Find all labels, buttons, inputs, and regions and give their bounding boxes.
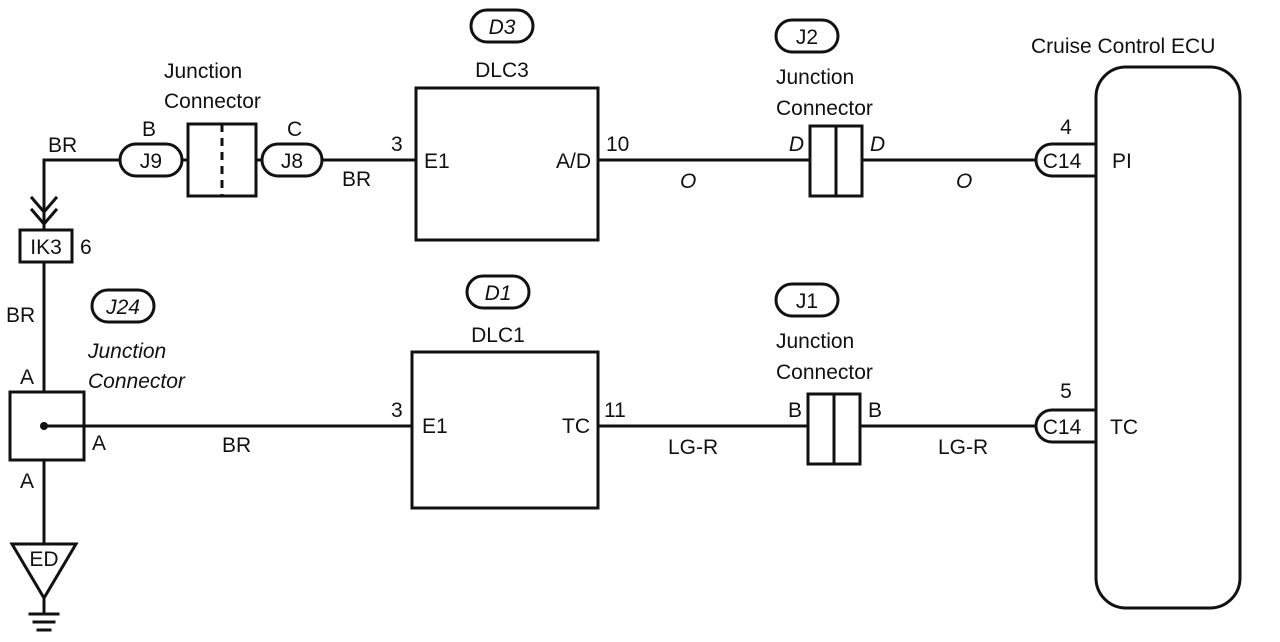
dlc3-left-pin-number: 3 bbox=[391, 133, 403, 156]
wire-label-o-right: O bbox=[956, 170, 972, 193]
wire-label-br-top-left: BR bbox=[48, 134, 77, 157]
dlc3-right-pin-number: 10 bbox=[606, 133, 629, 156]
ik3-pin: 6 bbox=[80, 236, 92, 259]
dlc1-id-badge bbox=[465, 274, 531, 310]
j1-id-badge bbox=[774, 282, 840, 318]
j2-label-line2: Connector bbox=[776, 97, 873, 120]
j24-splice-dot bbox=[40, 422, 48, 430]
ik3-id: IK3 bbox=[30, 236, 62, 259]
j2-id: J2 bbox=[796, 26, 818, 49]
j24-id: J24 bbox=[105, 296, 140, 319]
c14-bottom-pin-label: TC bbox=[1110, 416, 1138, 439]
j9-pin: B bbox=[142, 118, 156, 141]
ground-symbol-icon bbox=[28, 612, 60, 632]
j1-label-line2: Connector bbox=[776, 361, 873, 384]
wire-br-top-left bbox=[42, 158, 122, 214]
j9-j8-label-line1: Junction bbox=[164, 60, 242, 83]
j9-j8-label-line2: Connector bbox=[164, 90, 261, 113]
j24-top-pin: A bbox=[20, 366, 34, 389]
c14-bottom-pin-number: 5 bbox=[1060, 380, 1072, 403]
dlc1-left-pin-number: 3 bbox=[391, 399, 403, 422]
dlc1-right-pin-label: TC bbox=[562, 415, 590, 438]
j1-label-line1: Junction bbox=[776, 330, 854, 353]
j9-id: J9 bbox=[140, 150, 162, 173]
j2-left-pin: D bbox=[789, 133, 804, 156]
j2-right-pin: D bbox=[870, 133, 885, 156]
j24-label-line1: Junction bbox=[87, 340, 166, 363]
j1-id: J1 bbox=[796, 290, 818, 313]
j24-right-pin: A bbox=[92, 432, 106, 455]
j1-left-pin: B bbox=[788, 399, 802, 422]
dlc1-id: D1 bbox=[485, 282, 512, 305]
wire-label-br-vertical: BR bbox=[6, 304, 35, 327]
c14-bottom-id: C14 bbox=[1043, 416, 1082, 439]
c14-top-connector bbox=[1034, 142, 1098, 178]
dlc3-id-badge bbox=[469, 8, 535, 44]
ground-id: ED bbox=[29, 548, 58, 571]
ground-triangle bbox=[9, 542, 79, 601]
j24-bottom-pin: A bbox=[20, 470, 34, 493]
dlc1-left-pin-label: E1 bbox=[422, 415, 448, 438]
dlc1-right-pin-number: 11 bbox=[604, 399, 626, 422]
wire-label-br-bottom: BR bbox=[222, 434, 251, 457]
c14-top-id: C14 bbox=[1043, 150, 1082, 173]
dlc3-id: D3 bbox=[489, 16, 516, 39]
dlc3-left-pin-label: E1 bbox=[424, 150, 450, 173]
j1-right-pin: B bbox=[868, 399, 882, 422]
c14-top-pin-label: PI bbox=[1112, 150, 1132, 173]
ecu-body bbox=[1094, 65, 1242, 610]
j8-pin: C bbox=[287, 118, 302, 141]
wire-label-lgr-right: LG-R bbox=[938, 436, 988, 459]
j8-id: J8 bbox=[281, 150, 303, 173]
dlc1-box bbox=[410, 350, 600, 510]
j2-label-line1: Junction bbox=[776, 66, 854, 89]
j9-connector-badge bbox=[118, 142, 184, 178]
wire-label-o-left: O bbox=[680, 170, 696, 193]
wire-label-br-top-mid: BR bbox=[342, 168, 371, 191]
j24-id-badge bbox=[90, 288, 156, 324]
ecu-title: Cruise Control ECU bbox=[1031, 35, 1215, 58]
dlc3-right-pin-label: A/D bbox=[556, 150, 591, 173]
j24-label-line2: Connector bbox=[88, 370, 186, 393]
dlc1-name: DLC1 bbox=[471, 324, 525, 347]
j8-connector-badge bbox=[260, 142, 324, 178]
j2-id-badge bbox=[774, 18, 840, 54]
c14-top-pin-number: 4 bbox=[1060, 116, 1072, 139]
c14-bottom-connector bbox=[1034, 408, 1098, 444]
dlc3-name: DLC3 bbox=[475, 59, 529, 82]
dlc3-box bbox=[414, 86, 600, 242]
wire-label-lgr-left: LG-R bbox=[668, 436, 718, 459]
ik3-box bbox=[18, 228, 74, 264]
